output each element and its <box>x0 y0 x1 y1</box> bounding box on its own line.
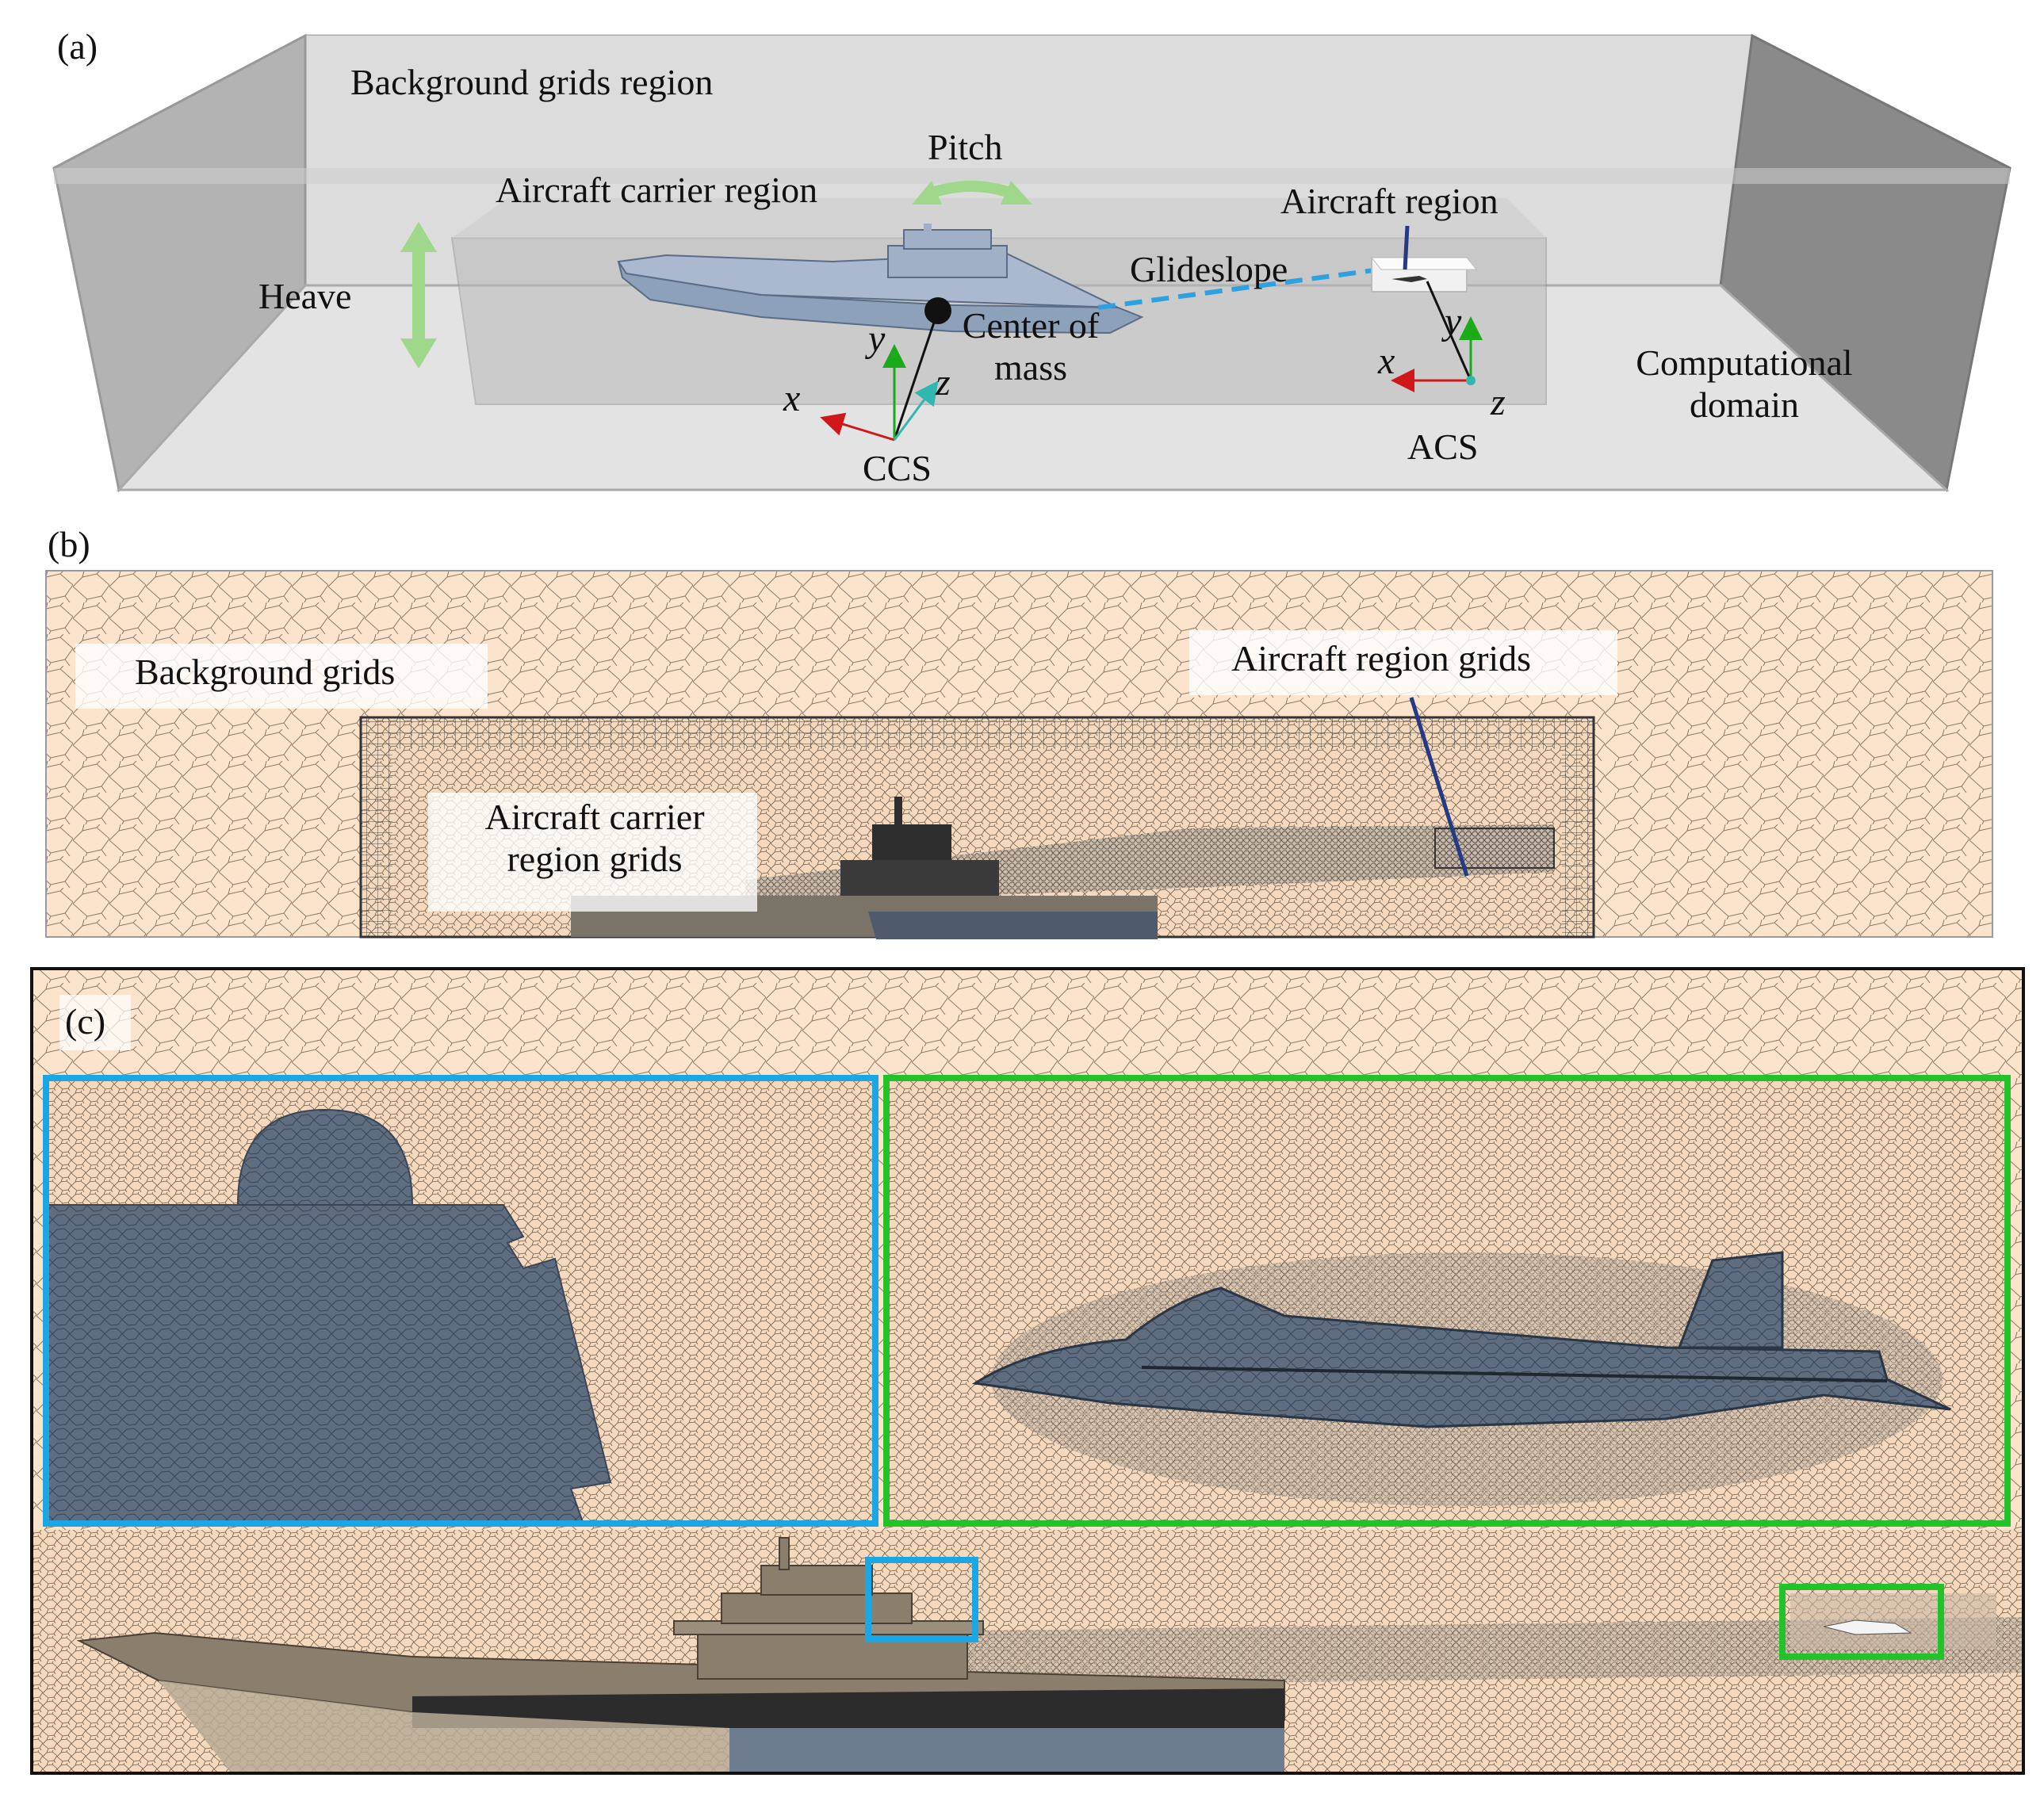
aircraft-region-label: Aircraft region <box>1280 181 1499 221</box>
carrier-region-grids-label: Aircraft carrier region grids <box>432 797 757 881</box>
overview-green-marker <box>1779 1584 1944 1660</box>
aircraft-region-pointer <box>1409 697 1469 877</box>
center-of-mass-line1: Center of <box>962 305 1100 346</box>
glideslope-line <box>1097 267 1380 310</box>
ccs-link <box>893 310 940 441</box>
aircraft-carrier-region-label: Aircraft carrier region <box>496 170 818 210</box>
carrier-region-top <box>452 198 1546 238</box>
inset-blue <box>43 1075 878 1527</box>
panel-a-tag: (a) <box>57 26 98 67</box>
heave-label: Heave <box>258 276 352 316</box>
panel-b <box>45 570 1993 939</box>
acs-label: ACS <box>1407 426 1479 467</box>
ccs-axis-z: z <box>936 361 951 403</box>
carrier-model <box>617 224 1144 335</box>
ccs-label: CCS <box>863 448 932 488</box>
computational-domain-label: Computational domain <box>1613 342 1875 426</box>
panel-c-tag: (c) <box>65 1001 106 1042</box>
ccs-axes <box>820 344 939 442</box>
background-grids-region-label: Background grids region <box>350 62 714 102</box>
pitch-arrow <box>912 181 1032 205</box>
carrier-region-grids-line1: Aircraft carrier <box>484 797 705 837</box>
computational-domain-line2: domain <box>1690 384 1799 425</box>
overview-carrier-hull <box>729 1728 1284 1772</box>
inset-green-aircraft <box>971 1251 1951 1428</box>
carrier-region-grids-line2: region grids <box>507 838 683 879</box>
ccs-axis-x: x <box>783 377 801 419</box>
overview-blue-marker <box>865 1557 978 1642</box>
acs-link <box>1426 281 1472 381</box>
background-grids-label: Background grids <box>135 652 396 692</box>
heave-arrow <box>400 222 437 369</box>
glideslope-label: Glideslope <box>1130 249 1288 289</box>
overview-strip <box>33 1530 2022 1772</box>
panel-b-tag: (b) <box>48 524 90 564</box>
center-of-mass-label: Center of mass <box>951 305 1110 389</box>
center-of-mass-line2: mass <box>994 346 1067 388</box>
panel-a <box>52 33 2011 493</box>
inset-blue-dome <box>236 1108 414 1206</box>
ccs-axis-y: y <box>868 318 886 360</box>
computational-domain-line1: Computational <box>1636 342 1853 383</box>
acs-axis-x: x <box>1378 340 1395 382</box>
pitch-label: Pitch <box>928 127 1003 167</box>
aircraft-region-grids-label: Aircraft region grids <box>1231 638 1532 679</box>
acs-axis-y: y <box>1445 300 1462 342</box>
inset-green-frame <box>883 1075 2011 1527</box>
domain-front-band <box>54 168 2010 184</box>
inset-blue-frame <box>43 1075 878 1527</box>
inset-green <box>883 1075 2011 1527</box>
panel-c <box>30 967 2025 1775</box>
aircraft-region-box <box>1370 225 1478 292</box>
acs-axis-z: z <box>1491 381 1506 423</box>
acs-axes <box>1391 316 1483 392</box>
